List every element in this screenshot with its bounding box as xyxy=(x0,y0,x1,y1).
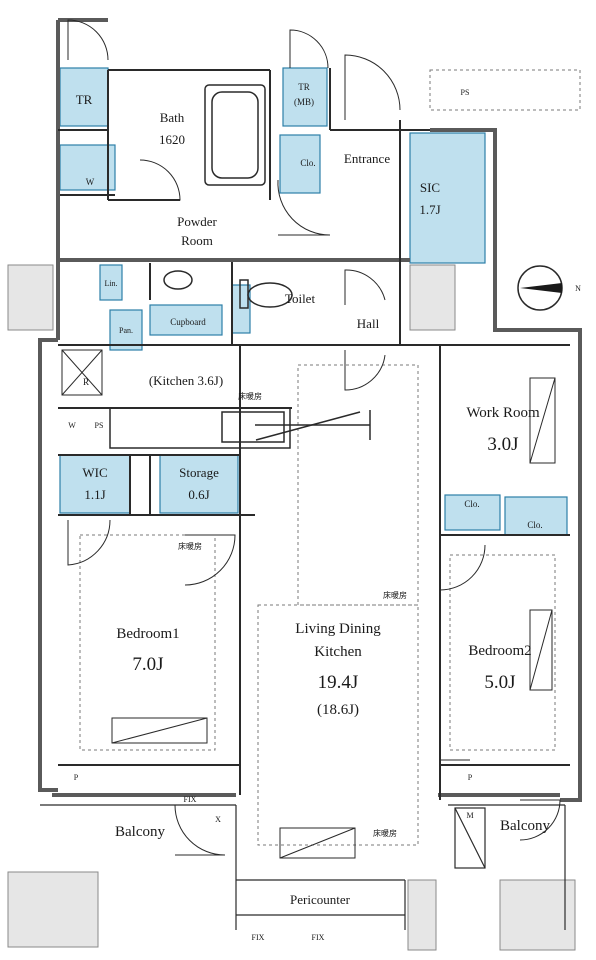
dashed-lines xyxy=(79,69,581,846)
powder-sink xyxy=(163,270,193,290)
tr-left-label: TR xyxy=(76,92,93,107)
wic-size: 1.1J xyxy=(84,487,105,502)
wic-label: WIC xyxy=(82,465,107,480)
bath-size: 1620 xyxy=(159,132,185,147)
balcony-1-label: Balcony xyxy=(115,824,165,840)
bedroom2-size: 5.0J xyxy=(484,672,515,693)
floor-heating-3: 床暖房 xyxy=(383,590,407,600)
ps-small-label: PS xyxy=(95,421,104,430)
powder-room-label-2: Room xyxy=(181,233,213,248)
balcony-lines xyxy=(40,804,566,930)
refrigerator-label: R xyxy=(83,377,89,387)
window-markers xyxy=(61,349,556,859)
ps-top-label: PS xyxy=(461,88,470,97)
entrance-label: Entrance xyxy=(344,151,390,166)
clo-label-1: Clo. xyxy=(464,499,479,509)
tr-mb-label-2: (MB) xyxy=(294,97,314,107)
floor-heating-1: 床暖房 xyxy=(238,391,262,401)
tr-mb-label-1: TR xyxy=(298,82,310,92)
sic-label: SIC xyxy=(420,180,440,195)
door-swings xyxy=(67,19,561,856)
fix-bottom-1: FIX xyxy=(252,933,265,942)
ldk-label-1: Living Dining xyxy=(295,621,381,637)
balcony-2-label: Balcony xyxy=(500,818,550,834)
x-mark: X xyxy=(215,815,221,824)
toilet-label: Toilet xyxy=(285,291,316,306)
pantry-label: Pan. xyxy=(119,326,133,335)
bedroom1-label: Bedroom1 xyxy=(116,626,179,642)
exterior-walls xyxy=(38,18,582,802)
hall-label: Hall xyxy=(357,316,380,331)
ldk-size: 19.4J xyxy=(318,672,359,693)
clo-entrance-label: Clo. xyxy=(300,158,315,168)
clo-label-2: Clo. xyxy=(527,520,542,530)
north-label: N xyxy=(575,284,581,293)
storage-size: 0.6J xyxy=(188,487,209,502)
north-compass-icon xyxy=(517,265,563,311)
bedroom2-label: Bedroom2 xyxy=(468,643,531,659)
fix-bottom-2: FIX xyxy=(312,933,325,942)
fix-label: FIX xyxy=(184,795,197,804)
ldk-size-sub: (18.6J) xyxy=(317,702,359,718)
powder-room-label-1: Powder xyxy=(177,214,217,229)
bedroom1-size: 7.0J xyxy=(132,654,163,675)
m-mark: M xyxy=(466,811,473,820)
kitchen-label: (Kitchen 3.6J) xyxy=(149,373,223,388)
p-mark-1: P xyxy=(74,773,79,782)
ldk-label-2: Kitchen xyxy=(314,644,362,660)
pericounter-label: Pericounter xyxy=(290,892,351,907)
p-mark-2: P xyxy=(468,773,473,782)
bath-label: Bath xyxy=(160,110,185,125)
linen-label: Lin. xyxy=(104,279,117,288)
work-room-label: Work Room xyxy=(466,405,540,421)
kitchen-counter xyxy=(109,407,371,449)
work-room-size: 3.0J xyxy=(487,434,518,455)
toilet-fixture xyxy=(239,279,293,309)
washer-label: W xyxy=(86,177,95,187)
cupboard-label: Cupboard xyxy=(170,317,206,327)
storage-areas xyxy=(59,67,568,536)
floor-heating-2: 床暖房 xyxy=(178,541,202,551)
sic-size: 1.7J xyxy=(419,202,440,217)
floor-heating-4: 床暖房 xyxy=(373,828,397,838)
structural-columns xyxy=(7,264,576,951)
w-small-label: W xyxy=(68,421,76,430)
bath-tub xyxy=(204,84,266,186)
storage-label: Storage xyxy=(179,465,219,480)
